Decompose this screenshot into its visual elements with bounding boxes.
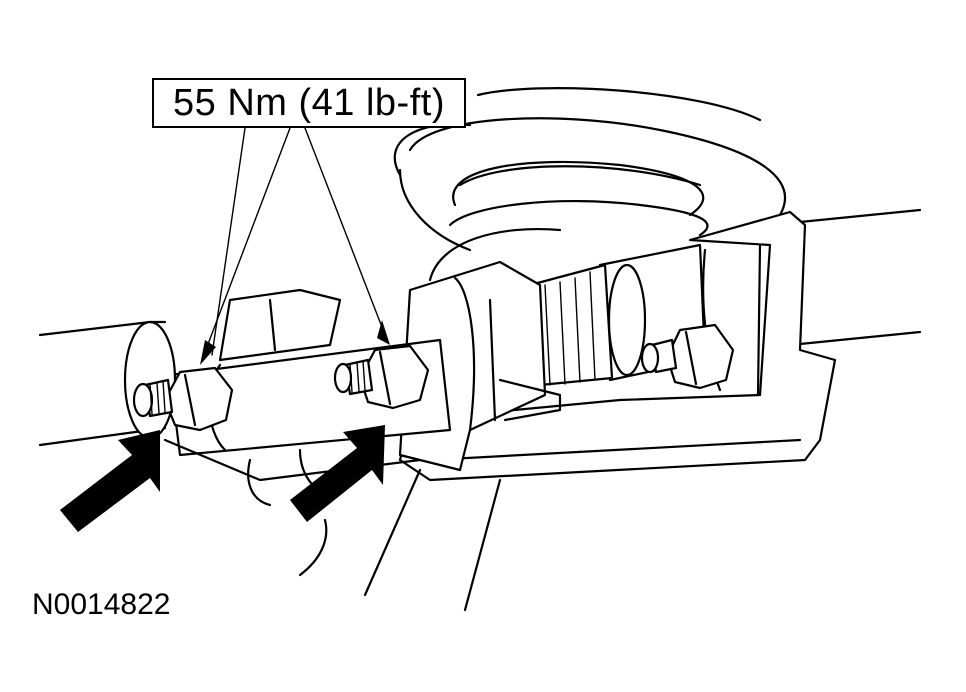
left-nut xyxy=(132,366,234,432)
lower-arm xyxy=(298,468,502,612)
callout-leaders xyxy=(200,127,390,365)
middle-nut xyxy=(333,344,430,410)
indicator-arrow-icon xyxy=(60,430,160,532)
torque-arrow-icon xyxy=(290,425,385,522)
figure-id: N0014822 xyxy=(32,588,171,621)
right-nut xyxy=(640,323,735,390)
torque-callout: 55 Nm (41 lb-ft) xyxy=(152,78,466,128)
